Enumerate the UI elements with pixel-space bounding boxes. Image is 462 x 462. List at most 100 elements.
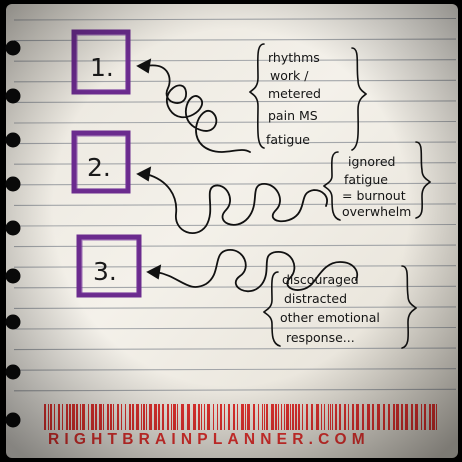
- barcode-bar: [383, 404, 385, 430]
- barcode-bar: [324, 404, 325, 430]
- binding-hole: [5, 220, 21, 236]
- barcode-bar: [388, 404, 390, 430]
- barcode-bar: [167, 404, 169, 430]
- barcode-bar: [95, 404, 97, 430]
- barcode-bar: [290, 404, 291, 430]
- barcode-bar: [298, 404, 300, 430]
- step-label-2: 2.: [87, 153, 111, 182]
- barcode-bar: [335, 404, 337, 430]
- website-text: RIGHTBRAINPLANNER.COM: [48, 431, 370, 448]
- barcode-bar: [58, 404, 60, 430]
- note-1-line-1: rhythms: [268, 50, 320, 65]
- barcode-bar: [125, 404, 126, 430]
- barcode-bar: [436, 404, 437, 430]
- barcode-bar: [421, 404, 422, 430]
- barcode-bar: [253, 404, 255, 430]
- barcode-bar: [158, 404, 160, 430]
- binding-hole: [5, 88, 21, 104]
- barcode-bar: [362, 404, 364, 430]
- note-2-line-1: ignored: [348, 154, 395, 169]
- barcode-bar: [110, 404, 112, 430]
- binding-hole: [5, 314, 21, 330]
- barcode-bar: [339, 404, 341, 430]
- barcode-bar: [91, 404, 94, 430]
- barcode-bar: [401, 404, 403, 430]
- barcode-bar: [220, 404, 222, 430]
- note-3-line-1: discouraged: [282, 272, 359, 287]
- barcode-bar: [411, 404, 413, 430]
- barcode-bar: [217, 404, 218, 430]
- barcode-bar: [204, 404, 205, 430]
- barcode-bar: [107, 404, 109, 430]
- barcode-bar: [132, 404, 134, 430]
- barcode-bar: [311, 404, 313, 430]
- barcode-bar: [306, 404, 308, 430]
- barcode-bar: [377, 404, 380, 430]
- barcode-bar: [281, 404, 282, 430]
- barcode-bar: [187, 404, 190, 430]
- barcode-bar: [193, 404, 196, 430]
- barcode-bar: [54, 404, 55, 430]
- barcode-bar: [245, 404, 246, 430]
- barcode-bar: [271, 404, 274, 430]
- barcode-bar: [198, 404, 200, 430]
- barcode-bar: [72, 404, 75, 430]
- binding-hole: [5, 132, 21, 148]
- note-2-line-4: overwhelm: [342, 204, 411, 219]
- barcode-bar: [233, 404, 235, 430]
- barcode-bar: [328, 404, 329, 430]
- note-3-line-4: response...: [286, 330, 355, 345]
- binding-hole: [5, 268, 21, 284]
- barcode-bar: [332, 404, 333, 430]
- barcode-bar: [213, 404, 214, 430]
- barcode-bar: [278, 404, 279, 430]
- barcode-bar: [76, 404, 78, 430]
- barcode-bar: [113, 404, 114, 430]
- barcode-bar: [352, 404, 354, 430]
- barcode-bar: [141, 404, 142, 430]
- barcode-bar: [424, 404, 426, 430]
- binding-hole: [5, 176, 21, 192]
- barcode-bar: [103, 404, 104, 430]
- barcode-bar: [117, 404, 119, 430]
- barcode-bar: [237, 404, 238, 430]
- barcode-bar: [393, 404, 395, 430]
- barcode-bar: [316, 404, 319, 430]
- barcode-bar: [146, 404, 147, 430]
- barcode-bar: [173, 404, 176, 430]
- barcode-bar: [432, 404, 435, 430]
- barcode-bar: [396, 404, 399, 430]
- barcode-bar: [284, 404, 285, 430]
- binding-hole: [5, 412, 21, 428]
- barcode-bar: [143, 404, 145, 430]
- barcode-bar: [48, 404, 49, 430]
- barcode-bar: [80, 404, 81, 430]
- barcode-bar: [247, 404, 250, 430]
- barcode-bar: [88, 404, 89, 430]
- barcode-bar: [286, 404, 289, 430]
- step-label-3: 3.: [93, 257, 117, 286]
- step-label-1: 1.: [90, 53, 114, 82]
- barcode-bar: [62, 404, 63, 430]
- barcode-bar: [136, 404, 139, 430]
- note-1-line-3: metered: [268, 86, 321, 101]
- barcode-bar: [50, 404, 52, 430]
- barcode-bar: [367, 404, 370, 430]
- note-1-line-5: fatigue: [266, 132, 310, 147]
- barcode-bar: [181, 404, 184, 430]
- binding-hole: [5, 40, 21, 56]
- barcode-bar: [162, 404, 164, 430]
- barcode-bar: [66, 404, 68, 430]
- barcode-bar: [262, 404, 263, 430]
- barcode-bar: [149, 404, 152, 430]
- barcode-bar: [264, 404, 265, 430]
- barcode-bar: [429, 404, 431, 430]
- barcode-bar: [415, 404, 418, 430]
- binding-hole: [5, 364, 21, 380]
- barcode-bar: [344, 404, 346, 430]
- barcode-bar: [275, 404, 277, 430]
- note-2-line-3: = burnout: [342, 188, 406, 203]
- barcode-bar: [228, 404, 230, 430]
- barcode-bar: [177, 404, 178, 430]
